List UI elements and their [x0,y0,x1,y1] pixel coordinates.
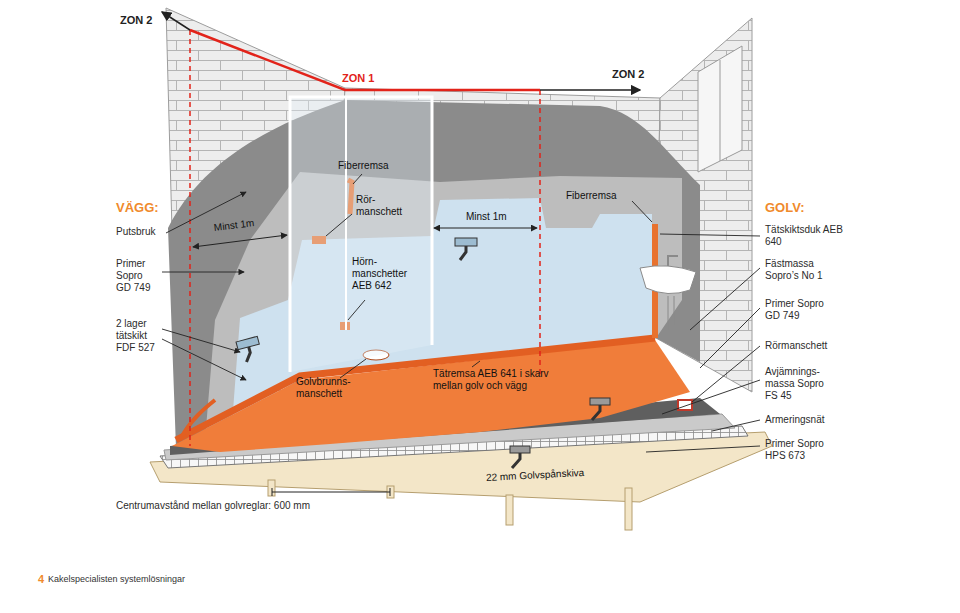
part-label: Golvbrunns- manschett [296,376,360,400]
window [698,46,742,172]
floor-joist [625,488,632,530]
part-label: Fiberremsa [566,190,617,202]
part-label: Putsbruk [116,226,155,238]
paint-roller [510,446,530,468]
leader-lines [162,174,760,452]
part-label: Avjämnings- massa Sopro FS 45 [765,366,827,402]
part-label: Fästmassa Sopro’s No 1 [765,258,837,282]
sink [640,266,696,294]
leader-line [162,272,244,273]
part-label: Armeringsnät [765,414,824,426]
zone-boundary [189,30,191,446]
paint-roller [455,238,477,260]
sink-pipe [668,296,674,330]
zone-label: ZON 2 [612,68,644,81]
leader-line [692,346,760,402]
section-heading: GOLV: [765,200,804,216]
floor-membrane [172,340,690,452]
dimension-label: Centrumavstånd mellan golvreglar: 600 mm [116,500,310,512]
dimension-label: Minst 1m [466,211,507,223]
leader-line [632,201,652,222]
sealing-strip [176,338,655,440]
part-label: Tätskiktsduk AEB 640 [765,224,843,248]
window-bar [720,60,721,161]
distance-arrow [193,235,287,247]
glass-frame [345,98,347,330]
glass-panel [290,97,432,372]
dimension-label: Minst 1m [213,217,255,234]
leader-line [660,234,760,236]
zone-1-edge [190,30,540,90]
part-label: Hörn- manschetter AEB 642 [352,256,418,292]
zone-label: ZON 1 [342,72,374,85]
zone-label: ZON 2 [120,14,152,27]
leader-line [662,380,760,414]
paint-roller [590,398,610,420]
glass-frame [290,97,432,372]
zone-2-arrow [162,12,190,30]
floor-joist [506,495,513,525]
leader-line [348,300,365,320]
zone-boundary [539,90,541,378]
pipe-collar [678,400,692,410]
leader-line [353,174,362,184]
leader-line [712,420,760,431]
joist-spacing [272,488,390,496]
page-number: 4 [38,573,44,586]
footer-text: Kakelspecialisten systemlösningar [48,574,185,585]
part-label: 2 lager tätskikt FDF 527 [116,318,160,354]
dimension-label: 22 mm Golvspånskiva [486,467,585,484]
faucet [668,256,678,266]
zone-2-arrow [540,89,640,91]
leader-line [690,268,760,330]
leader-line [646,446,760,452]
drain-collar-edge [180,400,215,440]
paint-roller [236,336,263,363]
part-label: Primer Sopro GD 749 [116,258,160,294]
distance-arrow [434,228,537,229]
part-label: Primer Sopro HPS 673 [765,438,843,462]
part-label: Fiberremsa [338,160,389,172]
leader-line [326,214,352,236]
part-label: Primer Sopro GD 749 [765,298,835,322]
leader-line [340,359,366,378]
leader-line [162,339,246,380]
part-label: Rör- manschett [356,194,414,218]
part-label: Tätremsa AEB 641 i skarv mellan golv och… [433,368,573,392]
part-label: Rörmanschett [765,340,827,352]
section-heading: VÄGG: [116,200,159,216]
leader-line [472,361,480,367]
leader-line [162,329,240,352]
leader-line [700,308,760,368]
